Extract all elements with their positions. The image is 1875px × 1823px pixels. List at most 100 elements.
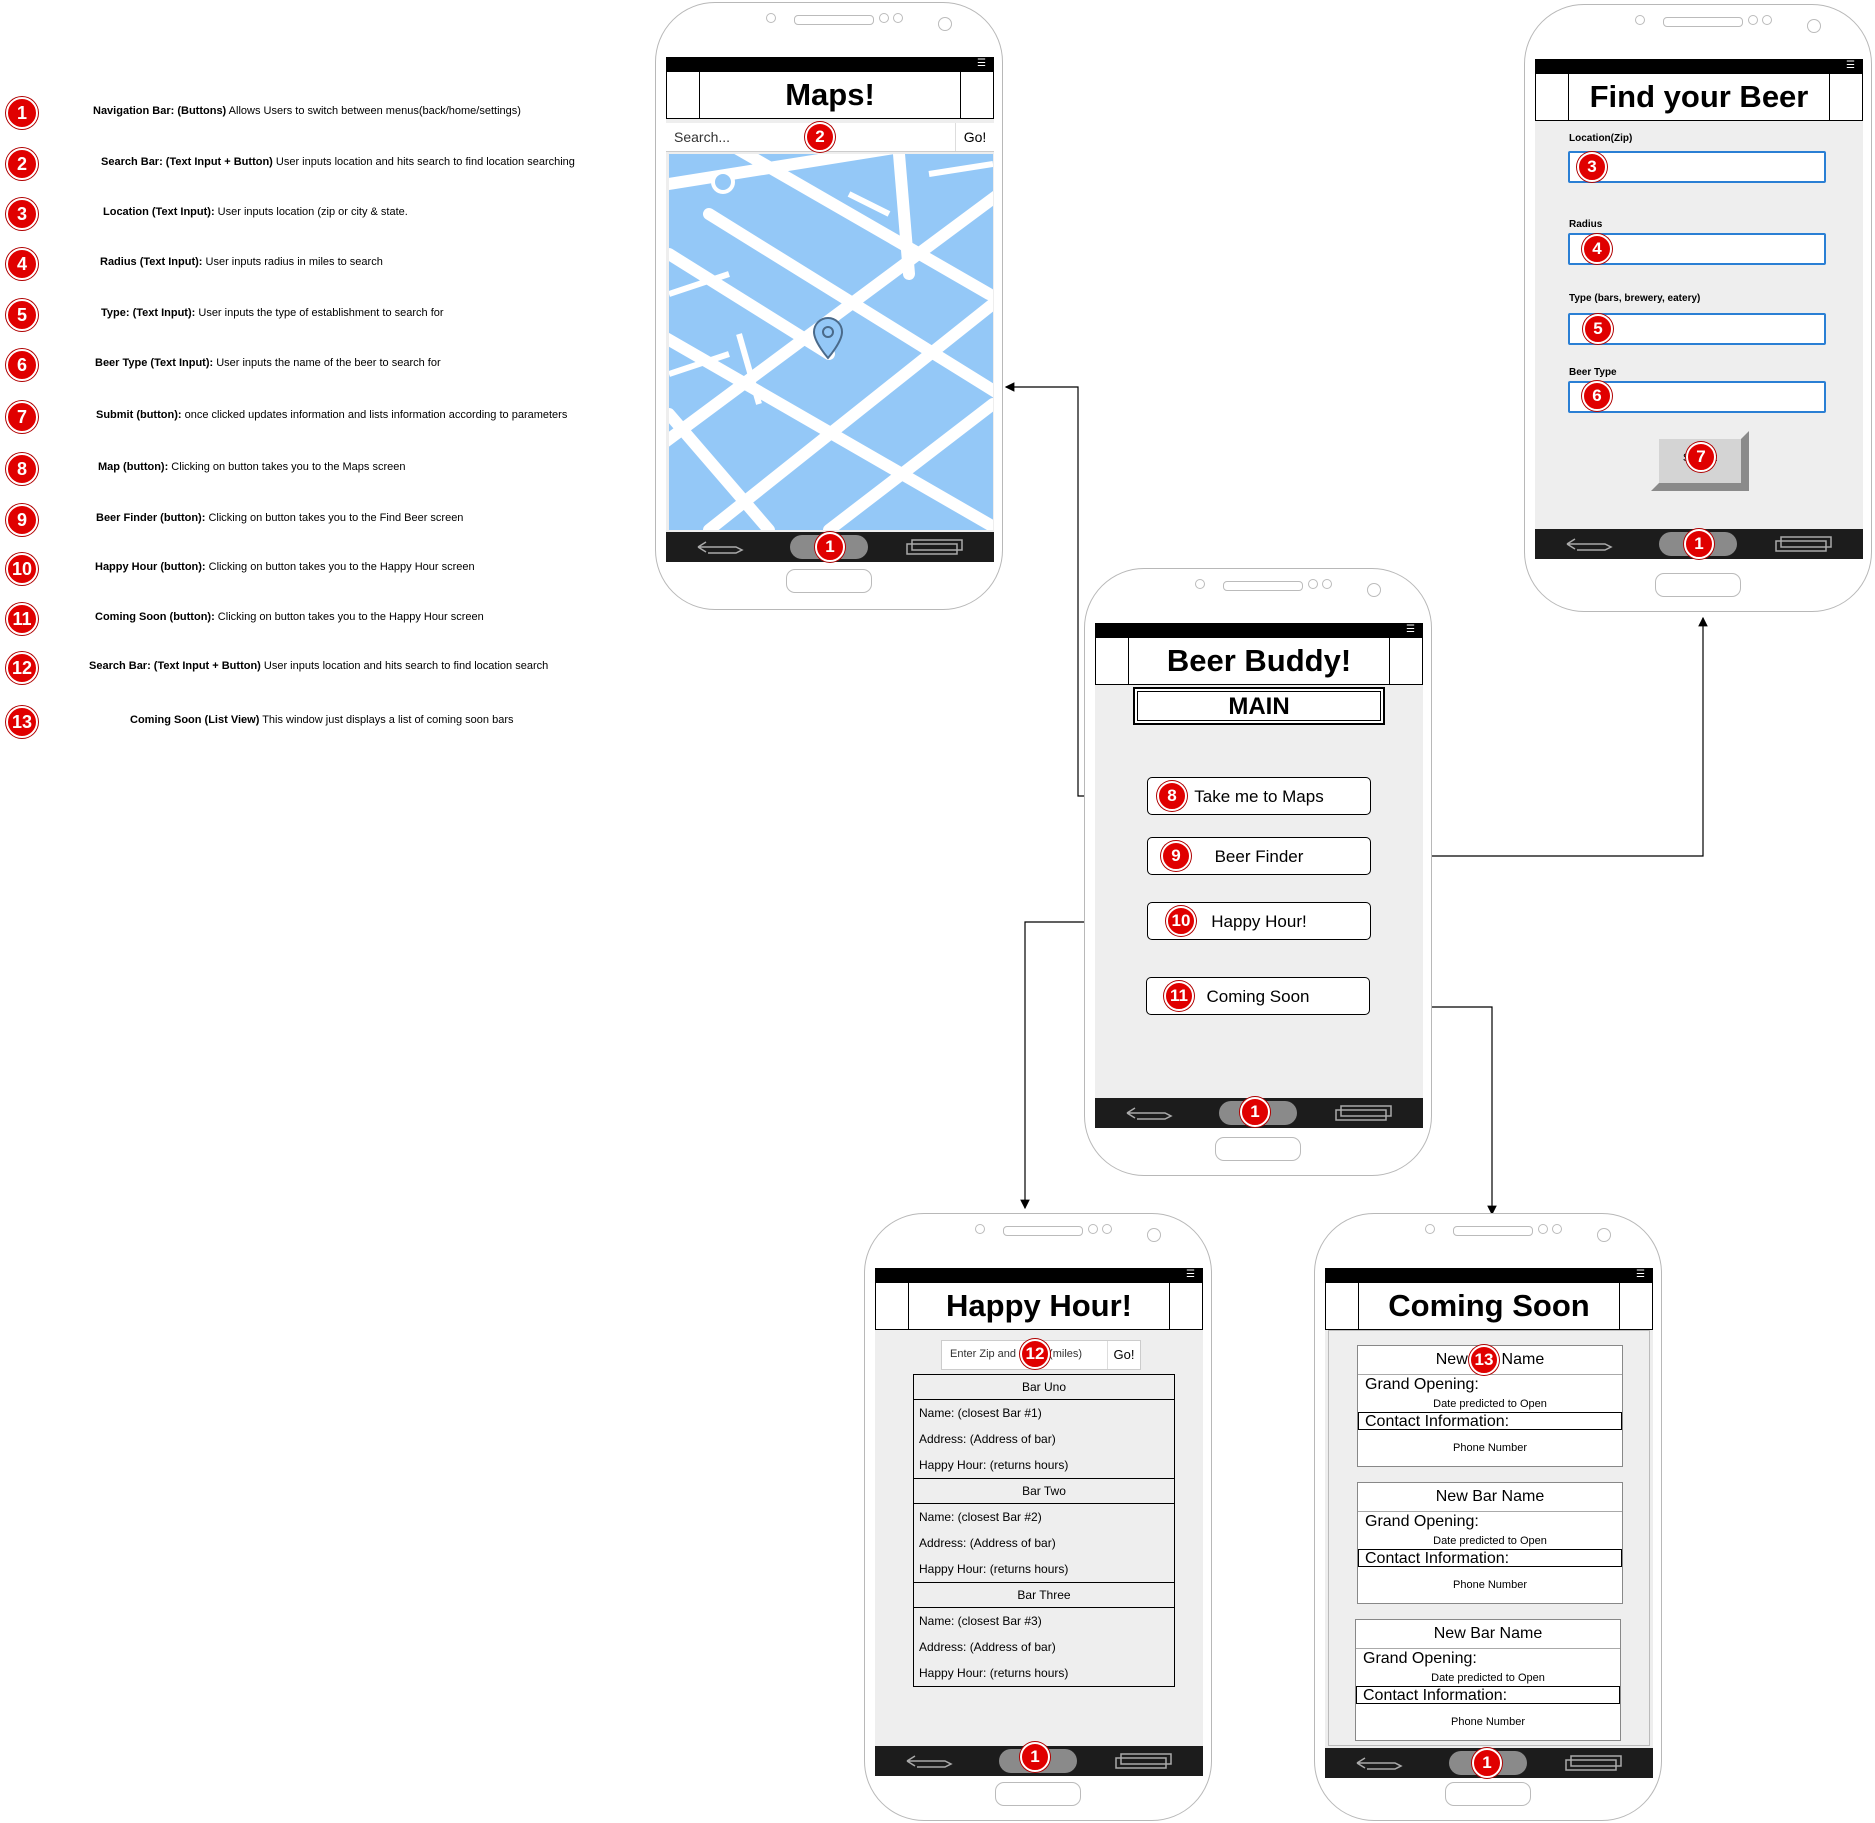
hardware-home-button <box>1215 1137 1301 1161</box>
arrow-to-find-beer <box>1375 616 1708 857</box>
legend-desc: User inputs the name of the beer to sear… <box>213 357 441 369</box>
hardware-home-button <box>786 569 872 593</box>
bar-header: Bar Three <box>914 1583 1174 1608</box>
signal-icon: ☰ <box>1186 1269 1195 1280</box>
grand-opening-label: Grand Opening: <box>1363 1650 1477 1667</box>
maps-button[interactable]: Take me to Maps <box>1147 777 1371 815</box>
legend-row: 13 Coming Soon (List View) This window j… <box>6 704 666 738</box>
signal-icon: ☰ <box>1636 1269 1645 1280</box>
title-bar: Find your Beer <box>1535 73 1863 121</box>
maps-phone: ☰ Maps! Search... Go! <box>655 2 1003 610</box>
bar-address: Address: (Address of bar) <box>914 1426 1174 1452</box>
map-pin-icon <box>812 317 844 360</box>
recent-apps-icon[interactable] <box>1335 1105 1393 1121</box>
hardware-home-button <box>1655 573 1741 597</box>
back-icon[interactable] <box>905 1754 953 1768</box>
page-title: Happy Hour! <box>946 1288 1132 1323</box>
back-icon[interactable] <box>696 540 744 554</box>
hardware-home-button <box>995 1782 1081 1806</box>
legend-term: Beer Type (Text Input): <box>95 357 214 369</box>
badge-nav-bar: 1 <box>1684 529 1714 559</box>
badge-coming-soon-button: 11 <box>1164 981 1194 1011</box>
recent-apps-icon[interactable] <box>1775 536 1833 552</box>
legend-desc: once clicked updates information and lis… <box>181 409 568 421</box>
badge-zip-search: 12 <box>1020 1339 1050 1369</box>
legend-badge: 13 <box>6 706 38 738</box>
badge-search-bar: 2 <box>805 122 835 152</box>
legend-row: 6 Beer Type (Text Input): User inputs th… <box>6 347 666 381</box>
nav-left-slot[interactable] <box>1096 638 1129 684</box>
list-item[interactable]: Bar Uno Name: (closest Bar #1) Address: … <box>914 1375 1174 1479</box>
contact-label: Contact Information: <box>1356 1686 1620 1704</box>
back-icon[interactable] <box>1355 1756 1403 1770</box>
signal-icon: ☰ <box>1406 624 1415 635</box>
badge-nav-bar: 1 <box>1020 1742 1050 1772</box>
page-title: Coming Soon <box>1388 1288 1590 1323</box>
phone-camera <box>1807 19 1821 33</box>
title-bar: Coming Soon <box>1325 1282 1653 1330</box>
phone-sensor <box>879 13 889 23</box>
legend-row: 1 Navigation Bar: (Buttons) Allows Users… <box>6 95 666 129</box>
legend-badge: 7 <box>6 401 38 433</box>
badge-nav-bar: 1 <box>1472 1748 1502 1778</box>
phone-sensor <box>1322 579 1332 589</box>
bar-name: Name: (closest Bar #1) <box>914 1400 1174 1426</box>
nav-right-slot[interactable] <box>1169 1283 1202 1329</box>
phone-sensor <box>1308 579 1318 589</box>
status-bar: ☰ <box>875 1268 1203 1282</box>
map-streets <box>669 154 993 530</box>
recent-apps-icon[interactable] <box>906 539 964 555</box>
go-button[interactable]: Go! <box>1107 1341 1140 1369</box>
legend-badge: 3 <box>6 198 38 230</box>
legend-badge: 6 <box>6 349 38 381</box>
badge-submit: 7 <box>1686 442 1716 472</box>
grand-opening-label: Grand Opening: <box>1365 1376 1479 1393</box>
list-item[interactable]: Bar Three Name: (closest Bar #3) Address… <box>914 1583 1174 1686</box>
legend-desc: User inputs location (zip or city & stat… <box>214 206 408 218</box>
back-icon[interactable] <box>1565 537 1613 551</box>
list-item[interactable]: New Bar Name Grand Opening: Date predict… <box>1357 1482 1623 1604</box>
nav-right-slot[interactable] <box>960 72 993 118</box>
bar-address: Address: (Address of bar) <box>914 1634 1174 1660</box>
list-item[interactable]: Bar Two Name: (closest Bar #2) Address: … <box>914 1479 1174 1583</box>
nav-right-slot[interactable] <box>1829 74 1862 120</box>
map-view[interactable] <box>669 154 993 530</box>
nav-left-slot[interactable] <box>876 1283 909 1329</box>
phone-speaker <box>794 15 874 25</box>
maps-screen: ☰ Maps! Search... Go! <box>666 57 994 562</box>
legend-term: Coming Soon (button): <box>95 611 215 623</box>
nav-left-slot[interactable] <box>667 72 700 118</box>
go-button[interactable]: Go! <box>955 123 994 151</box>
legend-badge: 4 <box>6 248 38 280</box>
back-icon[interactable] <box>1125 1106 1173 1120</box>
type-label: Type (bars, brewery, eatery) <box>1569 293 1701 304</box>
phone-camera <box>1147 1228 1161 1242</box>
nav-left-slot[interactable] <box>1536 74 1569 120</box>
recent-apps-icon[interactable] <box>1115 1753 1173 1769</box>
nav-left-slot[interactable] <box>1326 1283 1359 1329</box>
phone-sensor <box>975 1224 985 1234</box>
radius-label: Radius <box>1569 219 1603 230</box>
bar-hours: Happy Hour: (returns hours) <box>914 1452 1174 1478</box>
legend-row: 11 Coming Soon (button): Clicking on but… <box>6 601 666 635</box>
location-input[interactable] <box>1568 151 1826 183</box>
legend-desc: Clicking on button takes you to the Happ… <box>205 561 475 573</box>
opening-date: Date predicted to Open <box>1433 1535 1547 1547</box>
list-item[interactable]: New Bar Name Grand Opening: Date predict… <box>1355 1619 1621 1741</box>
search-input[interactable]: Search... <box>674 129 731 145</box>
legend-desc: User inputs the type of establishment to… <box>195 307 444 319</box>
recent-apps-icon[interactable] <box>1565 1755 1623 1771</box>
bar-name: New Bar Name <box>1356 1620 1620 1649</box>
nav-right-slot[interactable] <box>1619 1283 1652 1329</box>
legend-badge: 5 <box>6 299 38 331</box>
nav-right-slot[interactable] <box>1389 638 1422 684</box>
find-beer-phone: ☰ Find your Beer Location(Zip) Radius Ty… <box>1524 4 1872 612</box>
title-bar: Happy Hour! <box>875 1282 1203 1330</box>
phone-sensor <box>1762 15 1772 25</box>
bar-name: Name: (closest Bar #2) <box>914 1504 1174 1530</box>
status-bar: ☰ <box>1325 1268 1653 1282</box>
contact-label: Contact Information: <box>1358 1412 1622 1430</box>
find-beer-screen: ☰ Find your Beer Location(Zip) Radius Ty… <box>1535 59 1863 559</box>
badge-location: 3 <box>1577 152 1607 182</box>
phone-sensor <box>1552 1224 1562 1234</box>
